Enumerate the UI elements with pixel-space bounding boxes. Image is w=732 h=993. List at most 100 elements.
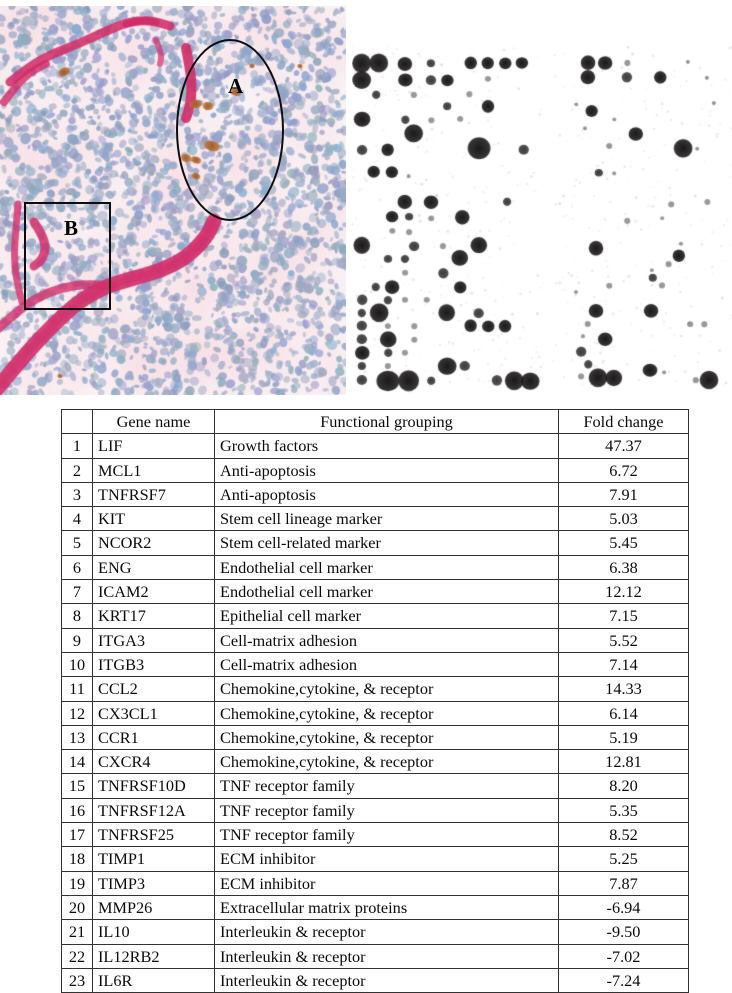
row-index: 3	[61, 481, 93, 508]
fold-change-cell: 8.52	[558, 822, 689, 848]
row-index: 7	[61, 579, 93, 605]
functional-grouping-cell: Stem cell-related marker	[214, 530, 559, 556]
row-index: 1	[61, 433, 93, 459]
table-header-row: Gene name Functional grouping Fold chang…	[61, 408, 689, 435]
gene-name-cell: ITGB3	[92, 651, 215, 678]
functional-grouping-cell: TNF receptor family	[214, 822, 559, 848]
roi-rect-b	[24, 202, 111, 310]
fold-change-cell: 5.45	[558, 530, 689, 556]
gene-name-cell: IL10	[92, 919, 215, 945]
row-index: 9	[61, 627, 93, 653]
functional-grouping-cell: Growth factors	[214, 433, 559, 459]
functional-grouping-cell: Cell-matrix adhesion	[214, 627, 559, 653]
row-index: 21	[61, 919, 93, 945]
row-index: 6	[61, 554, 93, 581]
column-header-fold-change: Fold change	[558, 408, 689, 435]
functional-grouping-cell: Extracellular matrix proteins	[214, 894, 559, 921]
row-index: 2	[61, 457, 93, 483]
row-index: 19	[61, 870, 93, 896]
gene-name-cell: TNFRSF12A	[92, 797, 215, 824]
gene-name-cell: CXCR4	[92, 749, 215, 775]
row-index: 4	[61, 506, 93, 532]
fold-change-cell: 6.72	[558, 457, 689, 483]
gene-name-cell: NCOR2	[92, 530, 215, 556]
fold-change-cell: 12.81	[558, 749, 689, 775]
fold-change-cell: 8.20	[558, 773, 689, 799]
functional-grouping-cell: Interleukin & receptor	[214, 967, 559, 993]
functional-grouping-cell: Chemokine,cytokine, & receptor	[214, 749, 559, 775]
roi-label-b: B	[64, 216, 79, 240]
roi-label-a: A	[228, 74, 244, 98]
fold-change-cell: 7.15	[558, 603, 689, 629]
row-index: 8	[61, 603, 93, 629]
gene-name-cell: ICAM2	[92, 579, 215, 605]
row-index: 23	[61, 967, 93, 993]
functional-grouping-cell: Interleukin & receptor	[214, 943, 559, 969]
functional-grouping-cell: Cell-matrix adhesion	[214, 651, 559, 678]
functional-grouping-cell: Chemokine,cytokine, & receptor	[214, 700, 559, 726]
functional-grouping-cell: Endothelial cell marker	[214, 579, 559, 605]
functional-grouping-cell: ECM inhibitor	[214, 846, 559, 872]
fold-change-cell: 12.12	[558, 579, 689, 605]
row-index: 5	[61, 530, 93, 556]
array-blot-b: B	[552, 6, 732, 396]
row-index: 18	[61, 846, 93, 872]
functional-grouping-cell: Anti-apoptosis	[214, 457, 559, 483]
gene-name-cell: CCR1	[92, 724, 215, 751]
gene-name-cell: IL6R	[92, 967, 215, 993]
gene-name-cell: CX3CL1	[92, 700, 215, 726]
gene-name-cell: TIMP3	[92, 870, 215, 896]
fold-change-cell: 5.19	[558, 724, 689, 751]
functional-grouping-cell: Stem cell lineage marker	[214, 506, 559, 532]
row-index: 12	[61, 700, 93, 726]
fold-change-cell: -6.94	[558, 894, 689, 921]
fold-change-cell: 7.87	[558, 870, 689, 896]
functional-grouping-cell: Anti-apoptosis	[214, 481, 559, 508]
roi-ellipse-a	[176, 39, 284, 221]
fold-change-cell: -7.02	[558, 943, 689, 969]
fold-change-cell: 7.14	[558, 651, 689, 678]
functional-grouping-cell: Interleukin & receptor	[214, 919, 559, 945]
gene-table: Gene name Functional grouping Fold chang…	[61, 408, 689, 993]
array-blot-a: A	[352, 6, 544, 396]
gene-name-cell: MCL1	[92, 457, 215, 483]
row-index: 15	[61, 773, 93, 799]
figure-panel-row: A B A B	[0, 0, 732, 400]
row-index: 17	[61, 822, 93, 848]
fold-change-cell: 14.33	[558, 676, 689, 702]
gene-table-container: Gene name Functional grouping Fold chang…	[61, 408, 689, 993]
histology-image	[0, 6, 346, 395]
functional-grouping-cell: Endothelial cell marker	[214, 554, 559, 581]
gene-name-cell: KIT	[92, 506, 215, 532]
fold-change-cell: 5.25	[558, 846, 689, 872]
row-index: 20	[61, 894, 93, 921]
fold-change-cell: 5.03	[558, 506, 689, 532]
gene-name-cell: ITGA3	[92, 627, 215, 653]
gene-name-cell: TNFRSF7	[92, 481, 215, 508]
fold-change-cell: 7.91	[558, 481, 689, 508]
functional-grouping-cell: TNF receptor family	[214, 773, 559, 799]
functional-grouping-cell: Chemokine,cytokine, & receptor	[214, 724, 559, 751]
gene-name-cell: LIF	[92, 433, 215, 459]
fold-change-cell: 6.38	[558, 554, 689, 581]
row-index: 22	[61, 943, 93, 969]
